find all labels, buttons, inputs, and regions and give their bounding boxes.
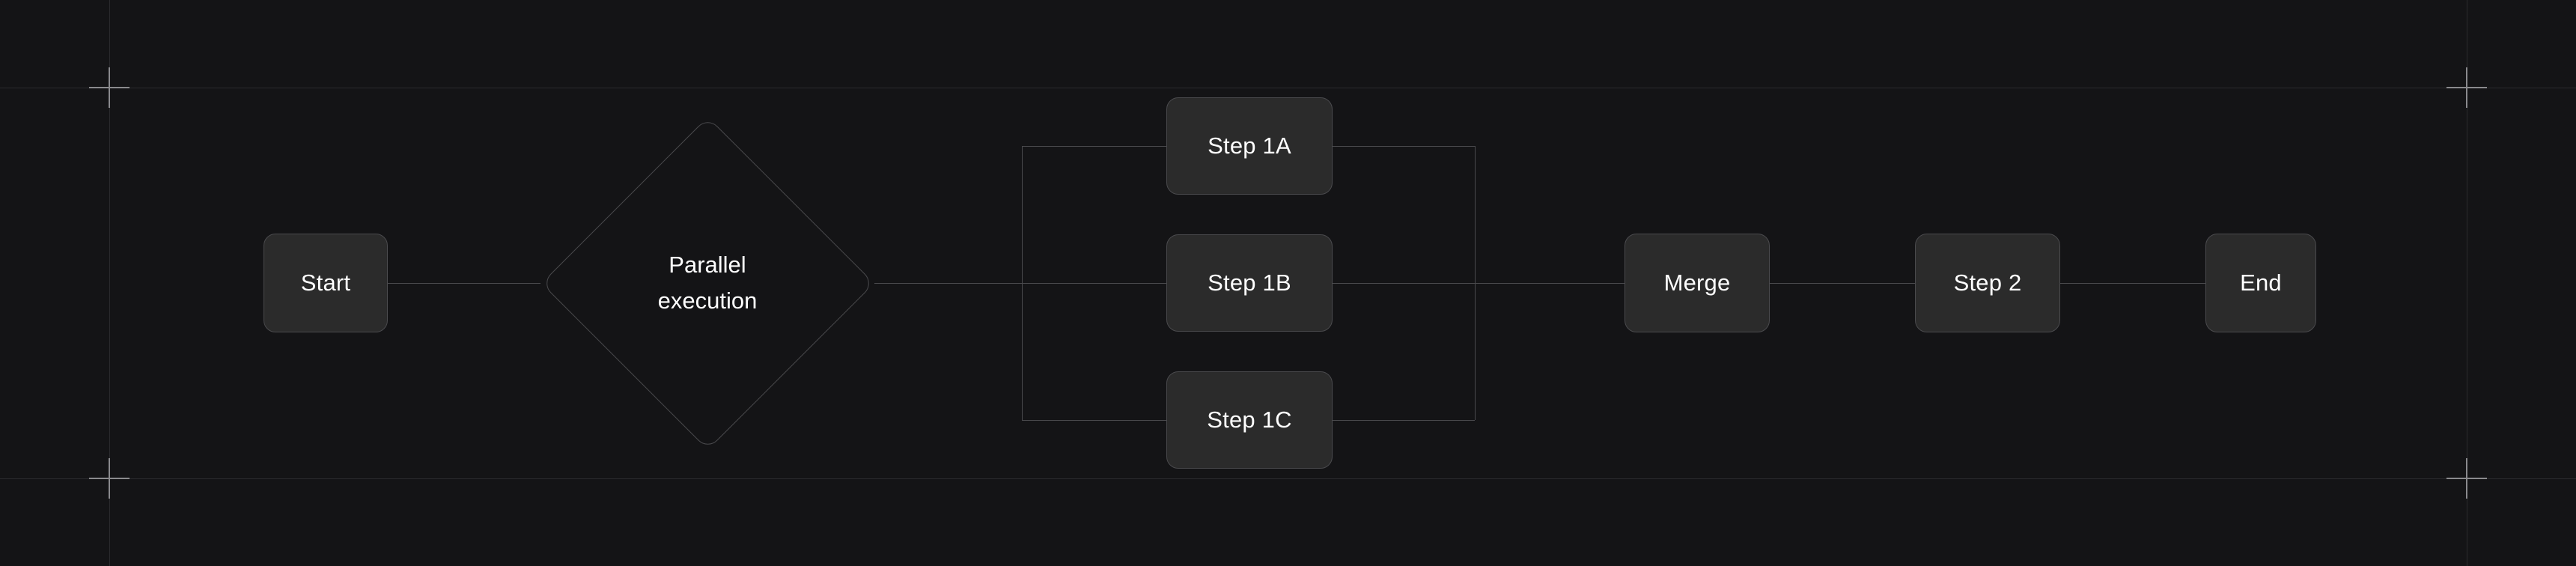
crosshair-marker-bottom-right[interactable] — [2446, 458, 2487, 499]
merge-bus-right — [1475, 146, 1476, 420]
edge-bus-to-step1a — [1022, 146, 1166, 147]
node-step-2[interactable]: Step 2 — [1915, 234, 2060, 332]
node-parallel-execution[interactable]: Parallel execution — [541, 116, 874, 450]
edge-start-to-parallel — [388, 283, 541, 284]
node-step-1a[interactable]: Step 1A — [1166, 97, 1333, 195]
node-start[interactable]: Start — [264, 234, 388, 332]
crosshair-marker-bottom-left[interactable] — [89, 458, 130, 499]
node-step-1c[interactable]: Step 1C — [1166, 371, 1333, 469]
node-step-1b[interactable]: Step 1B — [1166, 234, 1333, 332]
node-merge[interactable]: Merge — [1625, 234, 1770, 332]
node-parallel-execution-label: Parallel execution — [657, 251, 758, 314]
edge-step1a-to-merge-bus — [1333, 146, 1475, 147]
edge-step1b-to-merge-bus — [1333, 283, 1475, 284]
edge-parallel-to-branch-bus — [874, 283, 1022, 284]
edge-step2-to-end — [2060, 283, 2205, 284]
edge-bus-to-step1b — [1022, 283, 1166, 284]
crosshair-marker-top-right[interactable] — [2446, 67, 2487, 108]
guide-line-horizontal-bottom — [0, 478, 2576, 479]
edge-step1c-to-merge-bus — [1333, 420, 1475, 421]
node-end[interactable]: End — [2205, 234, 2316, 332]
edge-bus-to-step1c — [1022, 420, 1166, 421]
crosshair-marker-top-left[interactable] — [89, 67, 130, 108]
edge-merge-bus-to-merge — [1475, 283, 1625, 284]
edge-merge-to-step2 — [1770, 283, 1915, 284]
branch-bus-left — [1022, 146, 1023, 420]
